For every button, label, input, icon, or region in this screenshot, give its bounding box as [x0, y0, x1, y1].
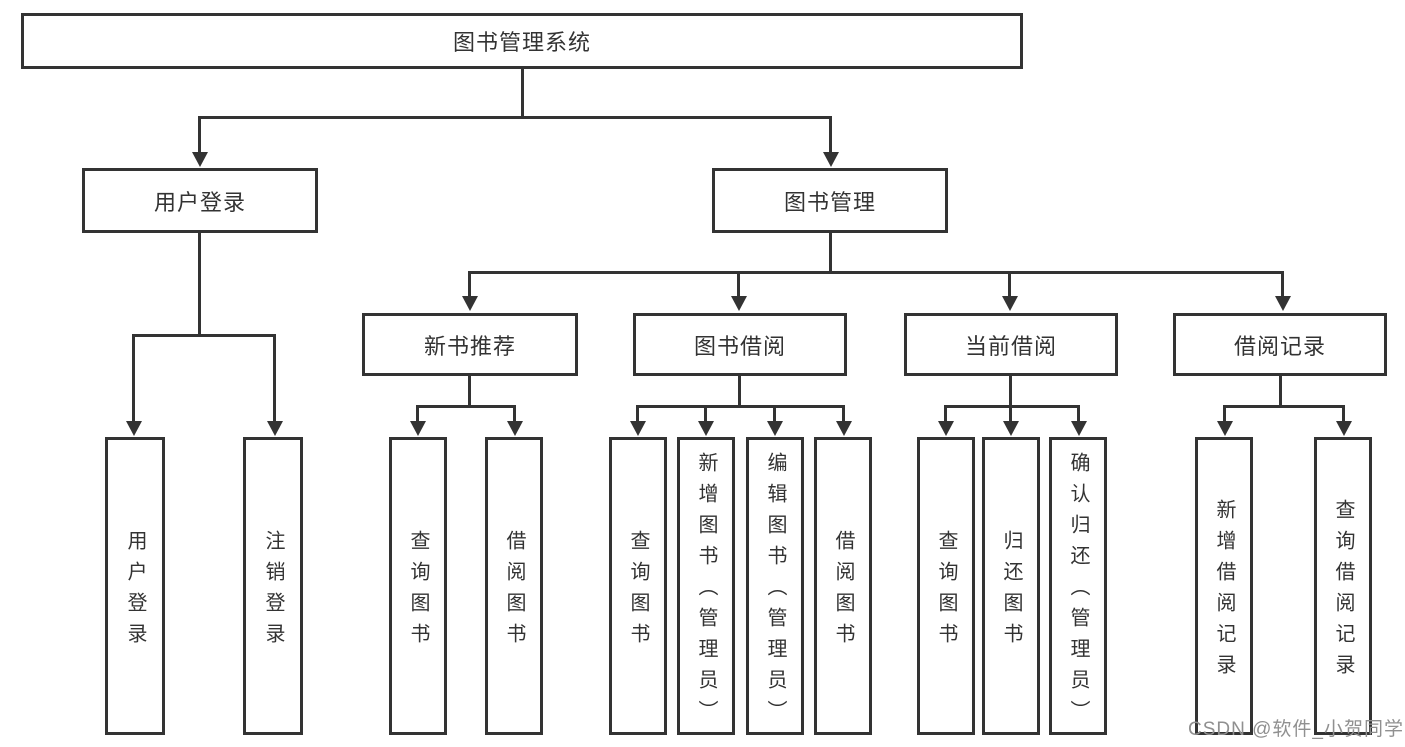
node-book-management: 图书管理 — [712, 168, 948, 233]
leaf-query-books-current-label: 查询图书 — [935, 529, 957, 654]
connector-line — [468, 376, 471, 407]
arrow-down-icon — [731, 296, 747, 311]
arrow-down-icon — [462, 296, 478, 311]
csdn-watermark: CSDN @软件_小贺同学 — [1188, 719, 1404, 740]
arrow-down-icon — [767, 421, 783, 436]
connector-line — [416, 405, 419, 421]
leaf-query-books-borrowing-label: 查询图书 — [627, 529, 649, 654]
node-borrowing-records-label: 借阅记录 — [1233, 333, 1326, 359]
node-user-login-label: 用户登录 — [153, 189, 246, 215]
arrow-down-icon — [410, 421, 426, 436]
arrow-down-icon — [1336, 421, 1352, 436]
connector-line — [1281, 271, 1284, 296]
leaf-edit-book-admin: 编辑图书（管理员） — [746, 437, 804, 735]
connector-line — [1342, 405, 1345, 421]
leaf-query-borrow-record-label: 查询借阅记录 — [1332, 498, 1354, 685]
leaf-query-books-current: 查询图书 — [917, 437, 975, 735]
leaf-user-login-label: 用户登录 — [124, 529, 146, 654]
node-user-login: 用户登录 — [82, 168, 318, 233]
arrow-down-icon — [1217, 421, 1233, 436]
connector-line — [1223, 405, 1226, 421]
connector-line — [198, 116, 201, 152]
leaf-add-book-admin-label: 新增图书（管理员） — [695, 452, 717, 731]
arrow-down-icon — [267, 421, 283, 436]
node-root: 图书管理系统 — [21, 13, 1023, 69]
arrow-down-icon — [1002, 296, 1018, 311]
node-new-book-recommendation-label: 新书推荐 — [423, 333, 516, 359]
connector-line — [1223, 405, 1345, 408]
node-current-borrowing: 当前借阅 — [904, 313, 1118, 376]
connector-line — [198, 116, 832, 119]
leaf-add-borrow-record-label: 新增借阅记录 — [1213, 498, 1235, 685]
arrow-down-icon — [1275, 296, 1291, 311]
leaf-borrow-books-recommend-label: 借阅图书 — [503, 529, 525, 654]
arrow-down-icon — [1003, 421, 1019, 436]
node-current-borrowing-label: 当前借阅 — [964, 333, 1057, 359]
connector-line — [468, 271, 1284, 274]
arrow-down-icon — [698, 421, 714, 436]
connector-line — [737, 271, 740, 296]
connector-line — [1008, 271, 1011, 296]
leaf-query-books-recommend: 查询图书 — [389, 437, 447, 735]
connector-line — [704, 405, 707, 421]
connector-line — [842, 405, 845, 421]
arrow-down-icon — [507, 421, 523, 436]
node-book-borrowing-label: 图书借阅 — [693, 333, 786, 359]
node-root-label: 图书管理系统 — [452, 30, 591, 55]
leaf-borrow-books-borrowing: 借阅图书 — [814, 437, 872, 735]
connector-line — [829, 116, 832, 152]
connector-line — [521, 69, 524, 117]
leaf-return-books: 归还图书 — [982, 437, 1040, 735]
arrow-down-icon — [1071, 421, 1087, 436]
connector-line — [1077, 405, 1080, 421]
leaf-query-books-recommend-label: 查询图书 — [407, 529, 429, 654]
node-borrowing-records: 借阅记录 — [1173, 313, 1387, 376]
connector-line — [198, 233, 201, 335]
node-book-management-label: 图书管理 — [783, 189, 876, 215]
connector-line — [738, 376, 741, 407]
leaf-confirm-return-admin-label: 确认归还（管理员） — [1067, 452, 1089, 731]
connector-line — [636, 405, 845, 408]
leaf-logout-label: 注销登录 — [262, 529, 284, 654]
node-book-borrowing: 图书借阅 — [633, 313, 847, 376]
leaf-borrow-books-borrowing-label: 借阅图书 — [832, 529, 854, 654]
arrow-down-icon — [192, 152, 208, 167]
connector-line — [1279, 376, 1282, 407]
connector-line — [132, 334, 276, 337]
arrow-down-icon — [836, 421, 852, 436]
leaf-borrow-books-recommend: 借阅图书 — [485, 437, 543, 735]
arrow-down-icon — [126, 421, 142, 436]
leaf-query-books-borrowing: 查询图书 — [609, 437, 667, 735]
leaf-user-login: 用户登录 — [105, 437, 165, 735]
connector-line — [944, 405, 947, 421]
connector-line — [773, 405, 776, 421]
node-new-book-recommendation: 新书推荐 — [362, 313, 578, 376]
connector-line — [468, 271, 471, 296]
connector-line — [416, 405, 516, 408]
connector-line — [273, 334, 276, 421]
connector-line — [636, 405, 639, 421]
connector-line — [513, 405, 516, 421]
arrow-down-icon — [823, 152, 839, 167]
connector-line — [1009, 376, 1012, 407]
leaf-confirm-return-admin: 确认归还（管理员） — [1049, 437, 1107, 735]
leaf-edit-book-admin-label: 编辑图书（管理员） — [764, 452, 786, 731]
leaf-add-borrow-record: 新增借阅记录 — [1195, 437, 1253, 735]
leaf-query-borrow-record: 查询借阅记录 — [1314, 437, 1372, 735]
connector-line — [1009, 405, 1012, 421]
leaf-logout: 注销登录 — [243, 437, 303, 735]
connector-line — [829, 233, 832, 274]
leaf-return-books-label: 归还图书 — [1000, 529, 1022, 654]
leaf-add-book-admin: 新增图书（管理员） — [677, 437, 735, 735]
connector-line — [944, 405, 1080, 408]
connector-line — [132, 334, 135, 421]
arrow-down-icon — [938, 421, 954, 436]
arrow-down-icon — [630, 421, 646, 436]
